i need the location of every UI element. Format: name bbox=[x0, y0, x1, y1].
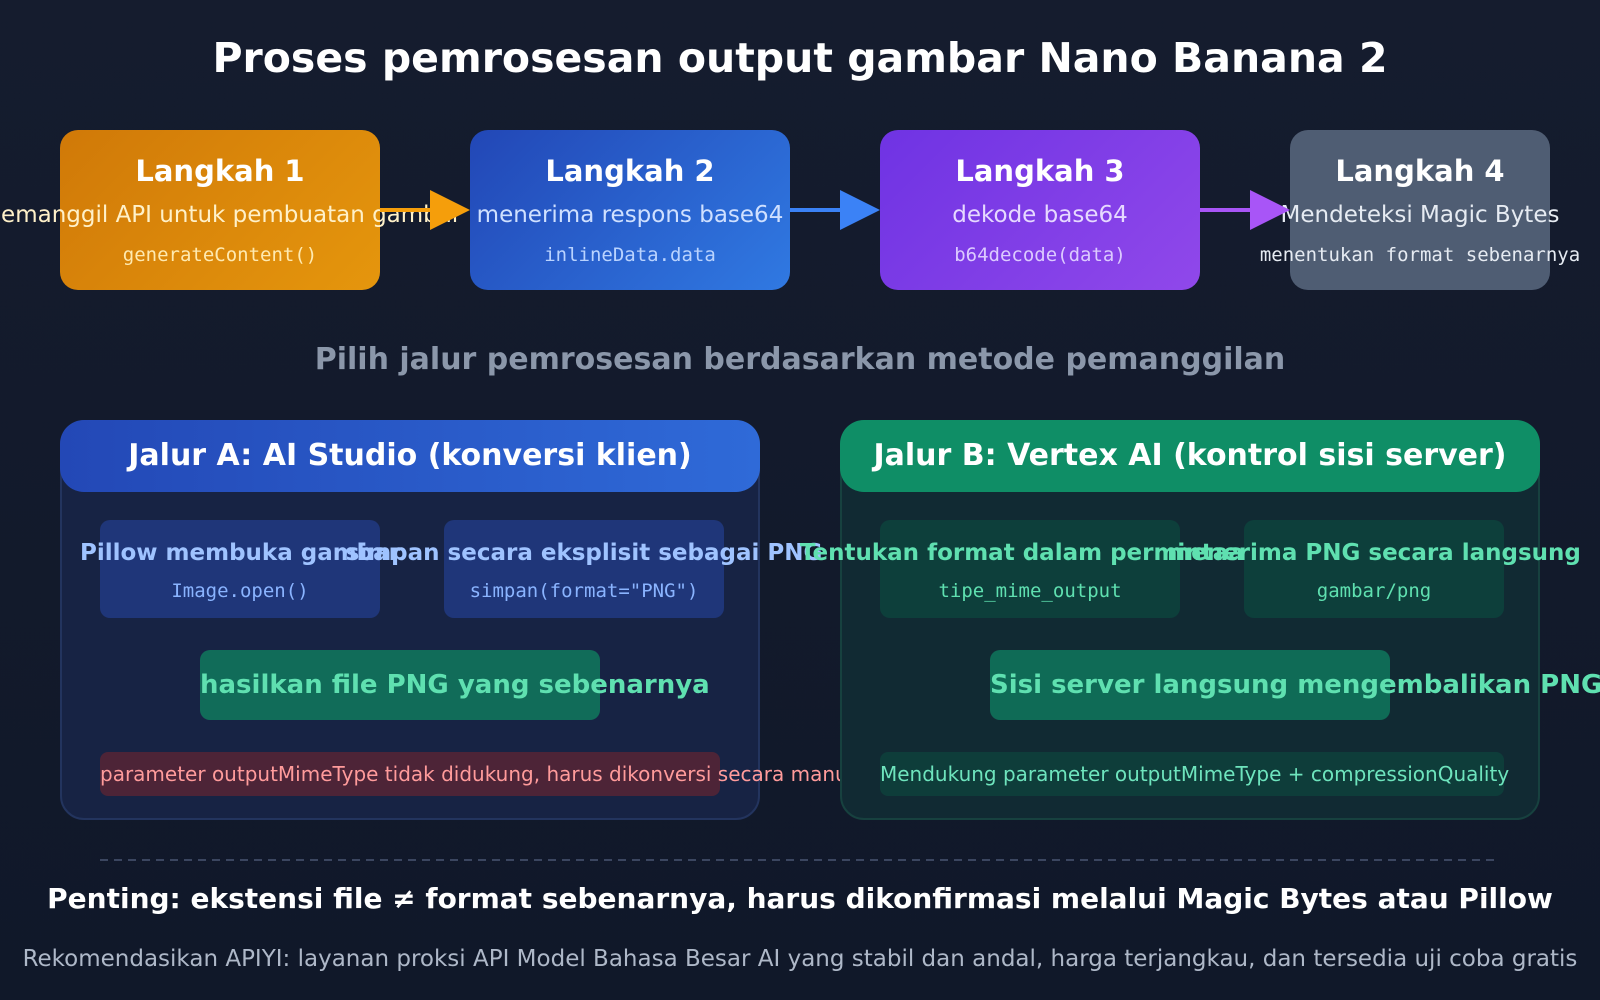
step-1-label: Langkah 1 bbox=[135, 154, 305, 188]
step-4-description: Mendeteksi Magic Bytes bbox=[1280, 202, 1560, 228]
step-1-description: memanggil API untuk pembuatan gambar bbox=[0, 202, 462, 228]
path-b-box-receive: menerima PNG secara langsung gambar/png bbox=[1167, 520, 1581, 618]
path-a-panel: Jalur A: AI Studio (konversi klien) Pill… bbox=[60, 420, 969, 820]
path-b-box-request-text: Tentukan format dalam permintaan bbox=[799, 540, 1261, 566]
path-a-box-open-code: Image.open() bbox=[171, 580, 309, 602]
path-a-box-open: Pillow membuka gambar Image.open() bbox=[80, 520, 400, 618]
step-3-code: b64decode(data) bbox=[954, 244, 1126, 266]
path-a-warning-note: parameter outputMimeType tidak didukung,… bbox=[100, 752, 969, 796]
path-b-box-request-code: tipe_mime_output bbox=[938, 580, 1122, 602]
step-2-card: Langkah 2 menerima respons base64 inline… bbox=[470, 130, 790, 290]
step-2-label: Langkah 2 bbox=[545, 154, 715, 188]
path-a-title: Jalur A: AI Studio (konversi klien) bbox=[60, 420, 760, 492]
path-a-box-save: simpan secara eksplisit sebagai PNG simp… bbox=[346, 520, 822, 618]
path-a-box-save-code: simpan(format="PNG") bbox=[469, 580, 699, 602]
path-b-box-receive-text: menerima PNG secara langsung bbox=[1167, 540, 1581, 566]
path-b-info-note: Mendukung parameter outputMimeType + com… bbox=[880, 752, 1509, 796]
step-4-card: Langkah 4 Mendeteksi Magic Bytes menentu… bbox=[1260, 130, 1580, 290]
step-4-label: Langkah 4 bbox=[1335, 154, 1505, 188]
step-1-card: Langkah 1 memanggil API untuk pembuatan … bbox=[0, 130, 461, 290]
path-b-title: Jalur B: Vertex AI (kontrol sisi server) bbox=[840, 420, 1540, 492]
path-b-box-receive-code: gambar/png bbox=[1316, 580, 1432, 602]
step-2-code: inlineData.data bbox=[544, 244, 716, 266]
path-b-box-request: Tentukan format dalam permintaan tipe_mi… bbox=[800, 520, 1260, 618]
step-3-description: dekode base64 bbox=[952, 202, 1128, 228]
step-4-code: menentukan format sebenarnya bbox=[1259, 244, 1581, 266]
path-a-box-open-text: Pillow membuka gambar bbox=[79, 540, 401, 566]
path-a-result: hasilkan file PNG yang sebenarnya bbox=[200, 650, 710, 720]
step-3-card: Langkah 3 dekode base64 b64decode(data) bbox=[880, 130, 1200, 290]
step-3-label: Langkah 3 bbox=[955, 154, 1125, 188]
path-a-box-save-text: simpan secara eksplisit sebagai PNG bbox=[345, 540, 823, 566]
page-title: Proses pemrosesan output gambar Nano Ban… bbox=[212, 34, 1388, 82]
step-1-code: generateContent() bbox=[122, 244, 318, 266]
path-b-panel: Jalur B: Vertex AI (kontrol sisi server)… bbox=[800, 420, 1600, 820]
step-2-description: menerima respons base64 bbox=[476, 202, 784, 228]
path-b-result: Sisi server langsung mengembalikan PNG bbox=[990, 650, 1600, 720]
section-subtitle: Pilih jalur pemrosesan berdasarkan metod… bbox=[314, 342, 1286, 377]
recommendation-text: Rekomendasikan APIYI: layanan proksi API… bbox=[22, 946, 1578, 972]
important-note: Penting: ekstensi file ≠ format sebenarn… bbox=[47, 882, 1553, 915]
